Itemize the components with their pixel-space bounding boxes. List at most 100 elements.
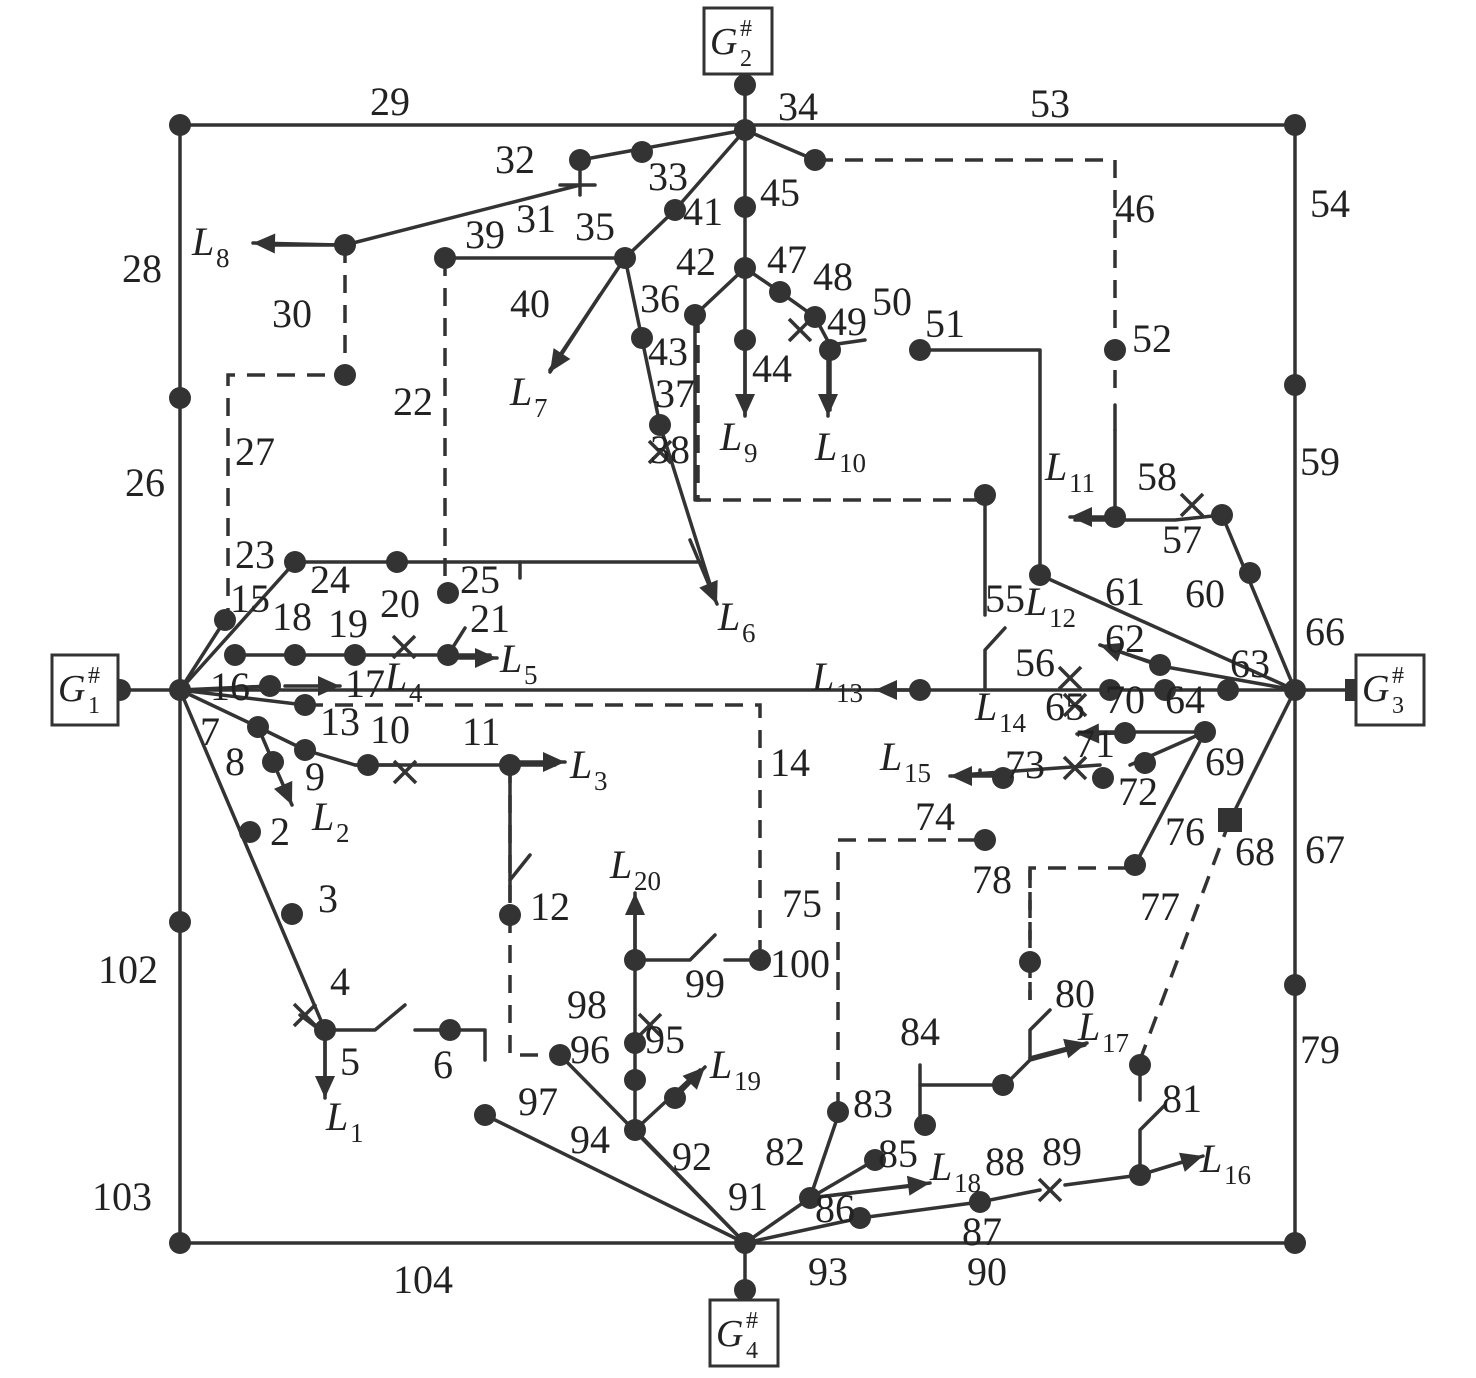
node-label-102: 102 xyxy=(98,947,158,992)
bus-node-85 xyxy=(624,1119,646,1141)
node-label-85: 85 xyxy=(878,1131,918,1176)
generator-letter: G xyxy=(716,1313,743,1355)
arrow-head xyxy=(1063,1038,1087,1059)
line-59 xyxy=(1028,1008,1052,1062)
line-55 xyxy=(743,1188,1042,1245)
load-subscript: 20 xyxy=(634,866,661,896)
bus-node-square-68 xyxy=(1218,808,1242,832)
node-label-62: 62 xyxy=(1105,616,1145,661)
arrow-head xyxy=(475,648,497,668)
load-arrow-L18 xyxy=(808,1175,932,1200)
bus-node-5 xyxy=(169,679,191,701)
switch-mark-5 xyxy=(1057,665,1083,691)
node-label-64: 64 xyxy=(1165,677,1205,722)
tie-5 xyxy=(696,315,985,502)
node-label-86: 86 xyxy=(815,1186,855,1231)
bus-node-8 xyxy=(1284,974,1306,996)
switch-mark-0 xyxy=(292,1002,318,1028)
load-letter: L xyxy=(384,654,407,699)
line-22 xyxy=(578,128,747,162)
node-label-38: 38 xyxy=(650,427,690,472)
tie-6 xyxy=(836,838,985,1110)
bus-node-60 xyxy=(849,1207,871,1229)
load-subscript: 18 xyxy=(954,1168,981,1198)
line-32 xyxy=(693,266,747,502)
node-label-40: 40 xyxy=(510,281,550,326)
node-label-69: 69 xyxy=(1205,739,1245,784)
load-arrow-L12 xyxy=(1098,642,1157,666)
bus-node-79 xyxy=(314,1019,336,1041)
bus-node-31 xyxy=(631,327,653,349)
bus-node-41 xyxy=(1154,679,1176,701)
node-label-84: 84 xyxy=(900,1009,940,1054)
line-19 xyxy=(323,1003,407,1032)
node-label-54: 54 xyxy=(1310,181,1350,226)
node-label-22: 22 xyxy=(393,379,433,424)
load-arrow-L14 xyxy=(1075,723,1122,744)
generator-letter: G xyxy=(1362,668,1389,710)
load-letter: L xyxy=(811,654,834,699)
load-letter: L xyxy=(709,1042,732,1087)
load-letter: L xyxy=(509,369,532,414)
bus-node-32 xyxy=(649,414,671,436)
bus-node-46 xyxy=(1134,752,1156,774)
node-label-53: 53 xyxy=(1030,81,1070,126)
bus-node-86 xyxy=(664,1087,686,1109)
node-label-78: 78 xyxy=(972,857,1012,902)
node-label-41: 41 xyxy=(683,189,723,234)
bus-node-64 xyxy=(259,675,281,697)
generator-superscript: # xyxy=(88,663,100,689)
node-label-34: 34 xyxy=(778,84,818,129)
node-label-8: 8 xyxy=(225,739,245,784)
bus-node-61 xyxy=(214,609,236,631)
load-letter: L xyxy=(191,219,214,264)
node-label-98: 98 xyxy=(567,982,607,1027)
node-label-77: 77 xyxy=(1140,884,1180,929)
line-42 xyxy=(1153,663,1297,692)
node-label-100: 100 xyxy=(770,941,830,986)
bus-node-44 xyxy=(1114,722,1136,744)
node-label-13: 13 xyxy=(320,699,360,744)
bus-node-48 xyxy=(992,767,1014,789)
node-label-87: 87 xyxy=(962,1209,1002,1254)
node-label-50: 50 xyxy=(872,279,912,324)
bus-node-25 xyxy=(684,304,706,326)
bus-node-28 xyxy=(819,339,841,361)
load-letter: L xyxy=(311,794,334,839)
line-20 xyxy=(413,1028,487,1062)
line-16 xyxy=(178,684,272,692)
load-arrow-L11 xyxy=(1068,507,1112,527)
load-subscript: 3 xyxy=(594,766,608,796)
bus-node-4 xyxy=(1284,374,1306,396)
generator-box xyxy=(1354,653,1426,727)
switch-stroke xyxy=(1057,665,1083,691)
load-letter: L xyxy=(499,636,522,681)
load-subscript: 5 xyxy=(524,660,538,690)
bus-node-7 xyxy=(169,911,191,933)
generator-box xyxy=(702,6,774,76)
node-label-73: 73 xyxy=(1005,742,1045,787)
bus-node-34 xyxy=(1104,506,1126,528)
load-letter: L xyxy=(609,842,632,887)
node-label-58: 58 xyxy=(1137,454,1177,499)
load-arrow-L1 xyxy=(315,1038,335,1100)
load-arrow-L4 xyxy=(283,676,342,696)
switch-stroke xyxy=(637,1012,663,1038)
arrow-head xyxy=(818,394,838,416)
node-label-57: 57 xyxy=(1162,517,1202,562)
bus-node-57 xyxy=(827,1101,849,1123)
switch-stroke xyxy=(787,317,813,343)
node-label-11: 11 xyxy=(462,709,501,754)
bus-node-82 xyxy=(549,1044,571,1066)
node-label-5: 5 xyxy=(340,1039,360,1084)
bus-node-69 xyxy=(437,582,459,604)
switch-stroke xyxy=(1179,492,1205,518)
